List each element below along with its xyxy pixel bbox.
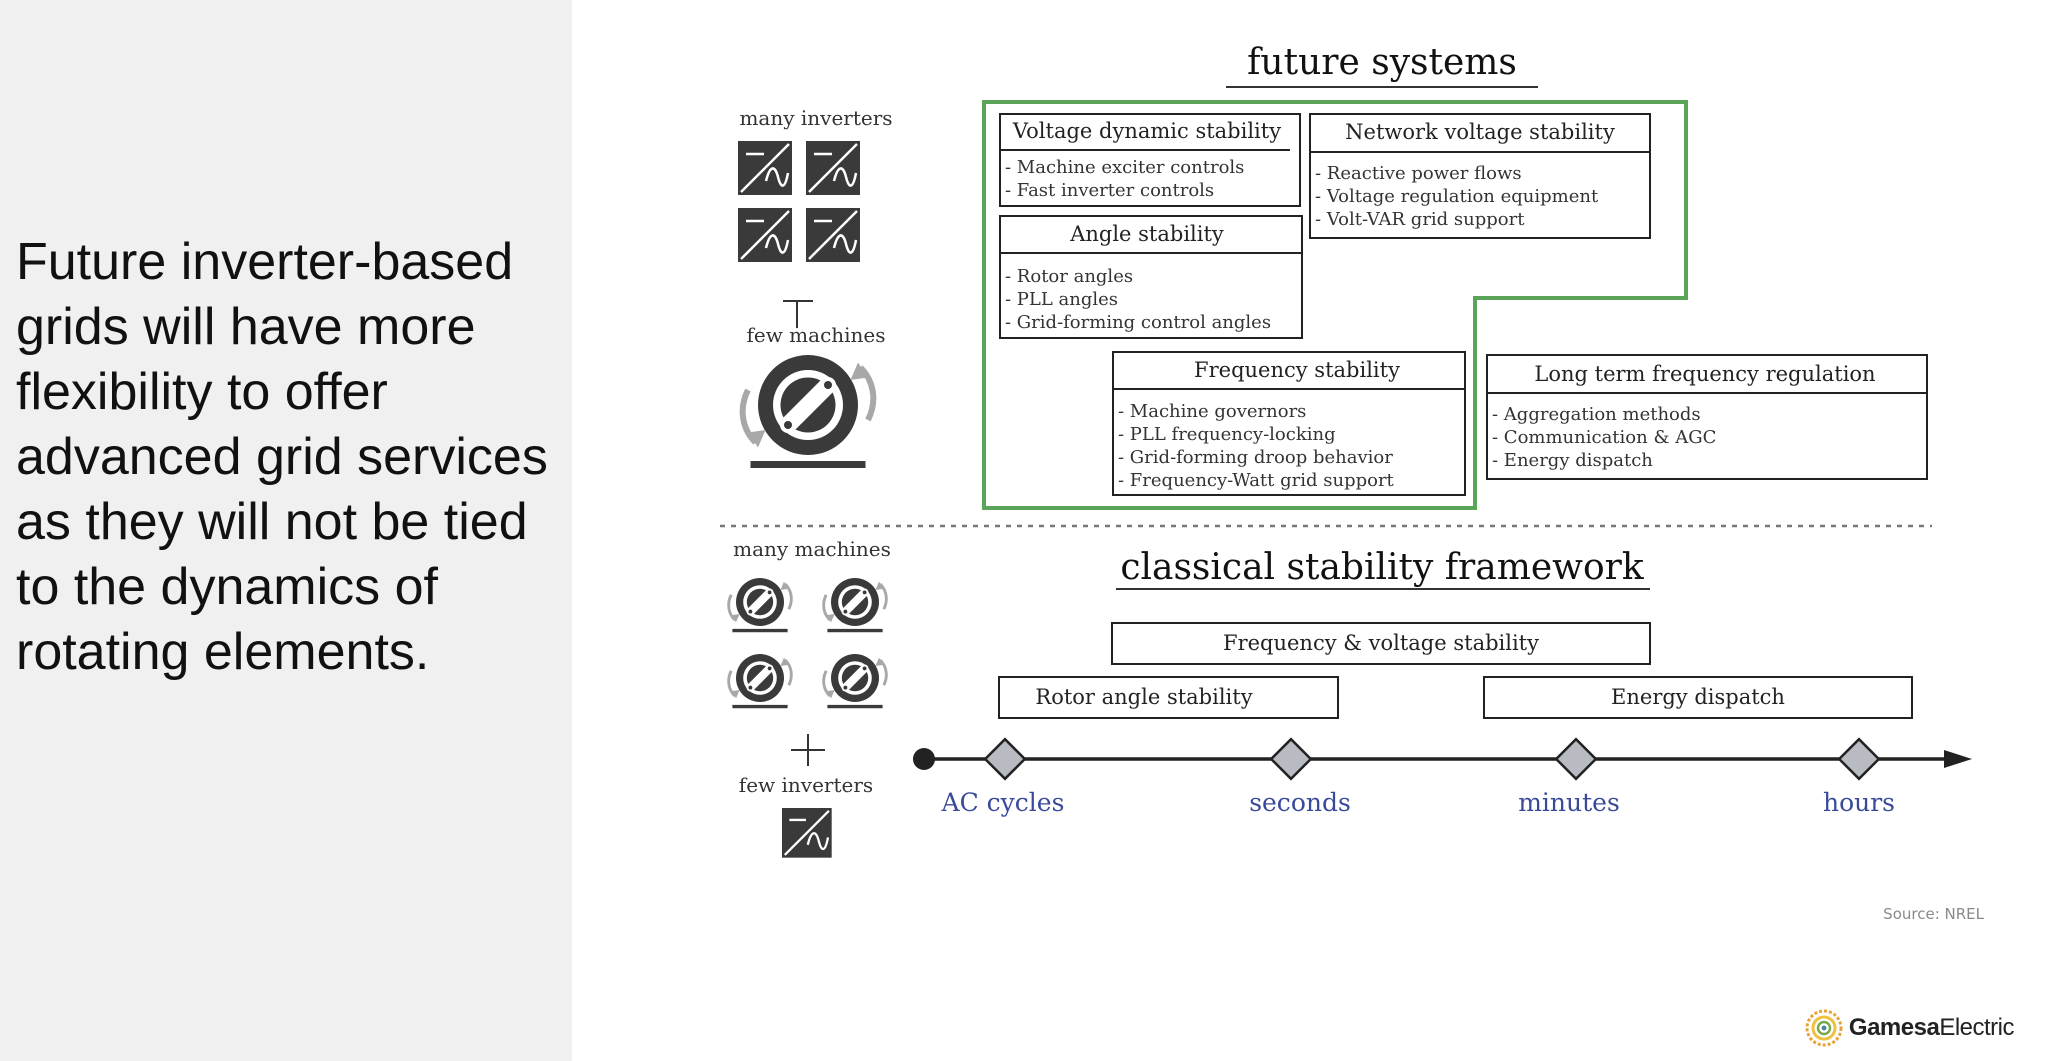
- source-note: Source: NREL: [1883, 905, 1984, 923]
- sun-logo-icon: [1805, 1009, 1843, 1047]
- timeline-marker: [1837, 737, 1881, 781]
- box-voltage-dynamic-stability: Voltage dynamic stability - Machine exci…: [999, 113, 1301, 207]
- svg-text:- Fast inverter controls: - Fast inverter controls: [1005, 180, 1214, 201]
- inverter-icon: [736, 139, 794, 197]
- timeline-label-seconds: seconds: [1249, 788, 1351, 817]
- timeline-label-hours: hours: [1823, 788, 1895, 817]
- plus-icon: [791, 734, 825, 766]
- svg-text:- Communication & AGC: - Communication & AGC: [1492, 427, 1716, 448]
- box-energy-dispatch: Energy dispatch: [1483, 676, 1913, 719]
- machine-icon: [824, 654, 887, 708]
- inverter-icon: [804, 139, 862, 197]
- svg-text:Voltage dynamic stability: Voltage dynamic stability: [1012, 119, 1281, 143]
- svg-text:Rotor angle stability: Rotor angle stability: [1035, 685, 1252, 709]
- logo-text-light: Electric: [1939, 1014, 2014, 1041]
- svg-text:Frequency stability: Frequency stability: [1194, 358, 1400, 382]
- svg-text:Long term frequency regulation: Long term frequency regulation: [1534, 362, 1875, 386]
- left-panel: Future inverter-based grids will have mo…: [0, 0, 572, 1061]
- svg-text:- PLL frequency-locking: - PLL frequency-locking: [1118, 424, 1336, 445]
- machine-icon: [729, 654, 792, 708]
- svg-text:Energy dispatch: Energy dispatch: [1611, 685, 1785, 709]
- machine-icon: [729, 578, 792, 632]
- box-rotor-angle-stability: Rotor angle stability: [998, 676, 1339, 719]
- gamesa-electric-logo: GamesaElectric: [1805, 1009, 2014, 1047]
- svg-text:- Grid-forming droop behavior: - Grid-forming droop behavior: [1118, 447, 1393, 468]
- timeline-marker: [983, 737, 1027, 781]
- timeline-marker: [1269, 737, 1313, 781]
- svg-text:- Volt-VAR grid support: - Volt-VAR grid support: [1315, 209, 1525, 230]
- inverter-icon: [780, 806, 833, 859]
- few-inverters-label: few inverters: [739, 773, 873, 797]
- svg-text:- Machine governors: - Machine governors: [1118, 401, 1306, 422]
- svg-text:- Reactive power flows: - Reactive power flows: [1315, 163, 1522, 184]
- box-angle-stability: Angle stability - Rotor angles - PLL ang…: [999, 215, 1303, 339]
- svg-text:Angle stability: Angle stability: [1069, 222, 1224, 246]
- machine-icon: [743, 355, 874, 468]
- plus-icon: [783, 300, 813, 328]
- many-inverters-label: many inverters: [739, 106, 892, 130]
- box-network-voltage-stability: Network voltage stability - Reactive pow…: [1309, 113, 1651, 239]
- machine-icon: [824, 578, 887, 632]
- box-long-term-frequency-regulation: Long term frequency regulation - Aggrega…: [1486, 354, 1928, 480]
- slide-text: Future inverter-based grids will have mo…: [16, 233, 548, 681]
- logo-text-bold: Gamesa: [1848, 1014, 1940, 1041]
- box-frequency-voltage-stability: Frequency & voltage stability: [1111, 622, 1651, 665]
- few-machines-label: few machines: [746, 323, 885, 347]
- svg-text:Network voltage stability: Network voltage stability: [1345, 120, 1615, 144]
- svg-text:- Machine exciter controls: - Machine exciter controls: [1005, 157, 1244, 178]
- inverter-icon: [736, 206, 794, 264]
- timeline-label-ac-cycles: AC cycles: [941, 788, 1065, 817]
- svg-text:- Rotor angles: - Rotor angles: [1005, 266, 1133, 287]
- svg-text:- Frequency-Watt grid support: - Frequency-Watt grid support: [1118, 470, 1395, 491]
- svg-text:- PLL angles: - PLL angles: [1005, 289, 1118, 310]
- svg-text:- Grid-forming control angles: - Grid-forming control angles: [1005, 312, 1271, 333]
- timeline-marker: [1554, 737, 1598, 781]
- svg-text:Frequency & voltage stability: Frequency & voltage stability: [1223, 631, 1539, 655]
- box-frequency-stability: Frequency stability - Machine governors …: [1112, 351, 1466, 496]
- timeline-label-minutes: minutes: [1518, 788, 1620, 817]
- inverter-icon: [804, 206, 862, 264]
- svg-text:- Energy dispatch: - Energy dispatch: [1492, 450, 1653, 471]
- svg-text:- Aggregation methods: - Aggregation methods: [1492, 404, 1701, 425]
- classical-framework-title: classical stability framework: [1120, 547, 1645, 588]
- future-systems-title: future systems: [1247, 42, 1517, 83]
- timeline-axis: [913, 737, 1972, 781]
- many-machines-label: many machines: [733, 537, 891, 561]
- future-outline: [982, 100, 1688, 510]
- timeline-start-dot: [913, 748, 935, 770]
- svg-text:- Voltage regulation equipment: - Voltage regulation equipment: [1315, 186, 1599, 207]
